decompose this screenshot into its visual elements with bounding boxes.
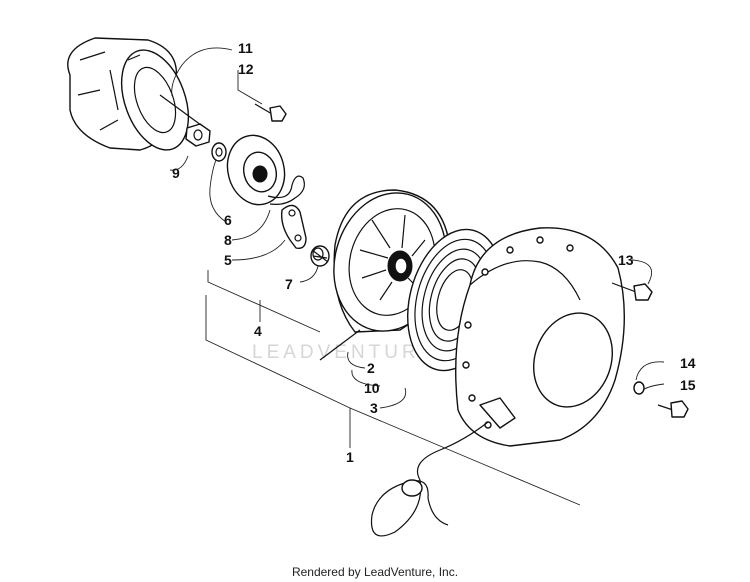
bolt-12	[254, 103, 287, 122]
callout-1: 1	[346, 449, 354, 465]
callout-2: 2	[367, 360, 375, 376]
callout-14: 14	[680, 355, 696, 371]
watermark: LEADVENTURE	[252, 342, 436, 363]
callout-5: 5	[224, 252, 232, 268]
bolt-15	[657, 400, 689, 418]
nut-9	[185, 123, 211, 147]
spring-7	[310, 245, 330, 267]
callout-9: 9	[172, 165, 180, 181]
callout-11: 11	[238, 40, 253, 56]
assembly-bracket-lines	[205, 270, 581, 506]
callout-13: 13	[618, 252, 634, 268]
callout-3: 3	[370, 400, 378, 416]
washer-14	[633, 381, 645, 395]
callout-6: 6	[224, 212, 232, 228]
starter-housing-1	[370, 227, 626, 537]
friction-plate-8	[226, 134, 305, 206]
callout-7: 7	[285, 276, 293, 292]
callout-labels: 11 12 9 6 8 5 7 4 2 10 3 1 13 14 15	[172, 40, 696, 465]
housing-rivets	[462, 236, 574, 429]
callout-12: 12	[238, 61, 254, 77]
callout-10: 10	[364, 380, 380, 396]
leader-lines	[169, 47, 665, 409]
washer-6	[211, 142, 227, 162]
callout-4: 4	[254, 323, 262, 339]
bolt-13	[611, 282, 653, 301]
starter-pulley-cup	[67, 37, 206, 151]
callout-15: 15	[680, 377, 696, 393]
ratchet-pawl-5	[280, 204, 307, 249]
callout-8: 8	[224, 232, 232, 248]
render-credit: Rendered by LeadVenture, Inc.	[292, 565, 458, 579]
